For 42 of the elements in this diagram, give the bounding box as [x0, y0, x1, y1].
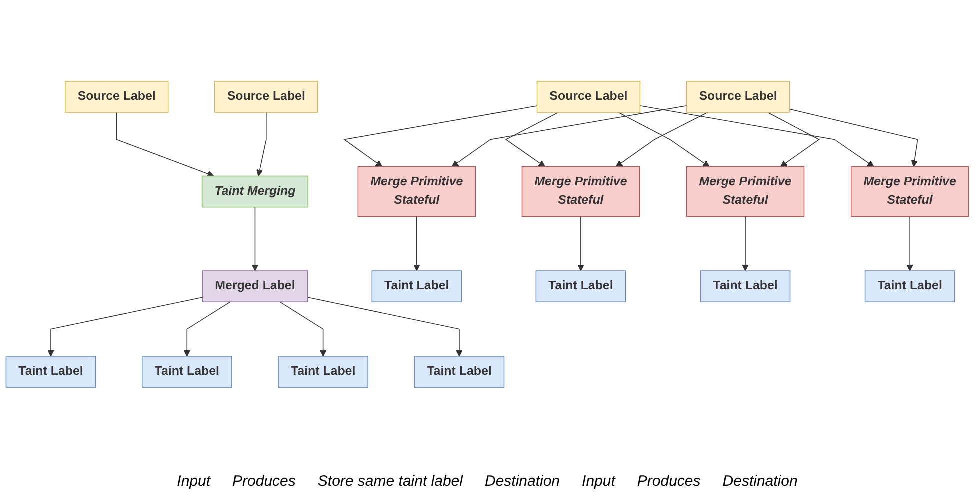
arrow [505, 112, 560, 168]
arrow [452, 105, 688, 168]
node-box: Taint Merging [202, 176, 309, 208]
arrow [343, 106, 538, 168]
node-box: Merge Primitive Stateful [522, 166, 640, 218]
node-box: Taint Label [864, 270, 956, 302]
arrow [48, 297, 204, 357]
node-box: Source Label [214, 81, 318, 113]
note-text: Destination [484, 473, 560, 490]
arrow [252, 206, 259, 272]
node-box: Taint Label [6, 356, 96, 388]
arrow [280, 302, 327, 357]
node-box: Taint Label [372, 270, 462, 302]
node-box: Taint Label [414, 356, 505, 388]
arrow [116, 112, 214, 178]
node-box: Taint Label [536, 270, 626, 302]
arrow [578, 216, 584, 272]
note-text: Destination [722, 473, 798, 490]
note-text: Input [177, 473, 211, 490]
node-box: Source Label [65, 81, 169, 113]
note-text: Store same taint label [318, 473, 463, 490]
node-box: Merge Primitive Stateful [358, 166, 476, 218]
node-box: Merge Primitive Stateful [686, 166, 805, 218]
arrow [640, 106, 874, 168]
node-box: Source Label [536, 81, 641, 113]
arrow [742, 216, 749, 272]
node-box: Taint Label [700, 270, 791, 302]
note-text: Input [582, 473, 616, 490]
node-box: Taint Label [278, 356, 368, 388]
arrow [789, 108, 918, 168]
arrow [906, 216, 914, 272]
note-text: Produces [232, 473, 296, 490]
arrow [767, 112, 820, 168]
note-text: Produces [637, 473, 701, 490]
node-box: Merge Primitive Stateful [850, 166, 970, 218]
arrow [184, 302, 231, 357]
arrow [256, 112, 267, 177]
arrow [307, 297, 463, 357]
node-box: Merged Label [202, 270, 308, 302]
node-box: Source Label [686, 81, 790, 113]
node-box: Taint Label [142, 356, 232, 388]
arrow [413, 216, 420, 272]
